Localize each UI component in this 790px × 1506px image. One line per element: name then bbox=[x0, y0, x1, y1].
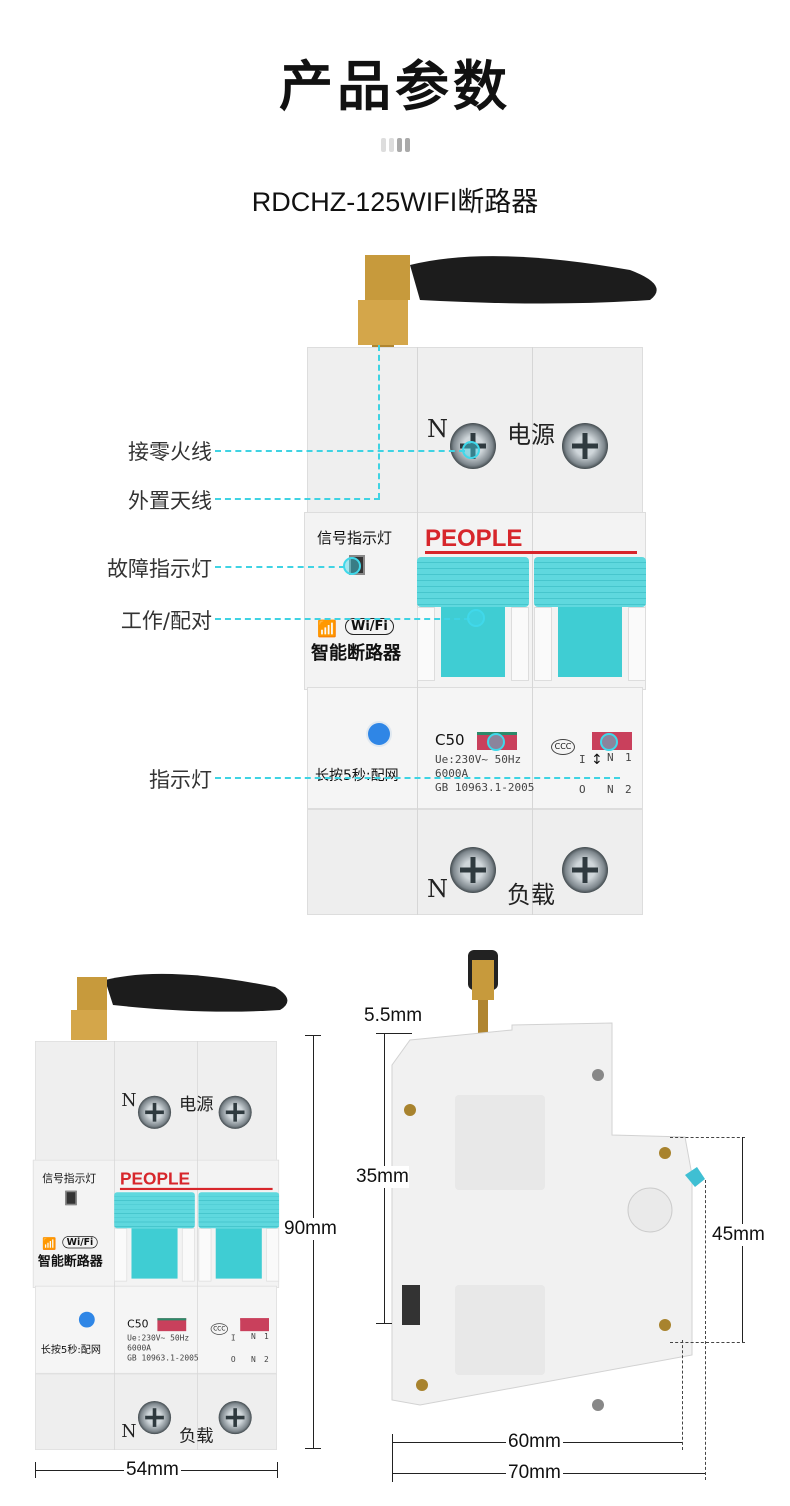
signal-indicator-label: 信号指示灯 bbox=[317, 529, 393, 547]
breaker-handle-right[interactable] bbox=[198, 1192, 280, 1282]
terminal-n-label: N bbox=[121, 1421, 137, 1442]
wifi-icon: 📶 bbox=[42, 1236, 57, 1251]
load-label: 负载 bbox=[507, 881, 555, 909]
ccc-mark-icon: CCC bbox=[210, 1323, 228, 1335]
spec-capacity: 6000A bbox=[127, 1343, 152, 1353]
wifi-badge: Wi/Fi bbox=[62, 1236, 98, 1249]
diagram-n: N bbox=[607, 783, 614, 796]
breaker-handle-left[interactable] bbox=[114, 1192, 195, 1282]
spec-capacity: 6000A bbox=[435, 767, 469, 780]
spec-standard: GB 10963.1-2005 bbox=[127, 1353, 199, 1363]
callout-fault-light: 故障指示灯 bbox=[107, 557, 212, 581]
page-title: 产品参数 bbox=[279, 55, 511, 118]
spec-voltage: Ue:230V~ 50Hz bbox=[435, 753, 522, 766]
callout-antenna: 外置天线 bbox=[128, 489, 212, 513]
dim-height: 90mm bbox=[284, 1218, 337, 1240]
diagram-1: 1 bbox=[263, 1331, 269, 1342]
terminal-n-label: N bbox=[427, 875, 448, 903]
wifi-badge: Wi/Fi bbox=[345, 618, 394, 635]
signal-indicator-label: 信号指示灯 bbox=[42, 1172, 97, 1185]
screw-icon bbox=[137, 1095, 172, 1129]
spec-voltage: Ue:230V~ 50Hz bbox=[127, 1333, 190, 1343]
antenna-icon bbox=[358, 255, 657, 355]
rating-label: C50 bbox=[127, 1317, 149, 1331]
breaker-front-small: N 电源 信号指示灯 📶 Wi/Fi 智能断路器 PEOPLE 长按5秒:配网 … bbox=[32, 1041, 280, 1450]
dim-35mm: 35mm bbox=[356, 1166, 409, 1188]
brand-logo: PEOPLE bbox=[119, 1169, 191, 1189]
screw-icon bbox=[562, 847, 608, 893]
ccc-mark-icon: CCC bbox=[551, 739, 575, 755]
diagram-2: 2 bbox=[625, 783, 632, 796]
callout-neutral-live: 接零火线 bbox=[128, 440, 212, 464]
fault-indicator-light bbox=[65, 1190, 77, 1206]
product-name: 智能断路器 bbox=[37, 1254, 103, 1270]
decorative-bars bbox=[381, 138, 410, 152]
diagram-2: 2 bbox=[263, 1354, 269, 1365]
pairing-button[interactable] bbox=[368, 723, 390, 745]
terminal-n-label: N bbox=[121, 1089, 137, 1111]
diagram-1: 1 bbox=[625, 751, 632, 764]
dim-60mm: 60mm bbox=[506, 1431, 563, 1453]
dim-5-5mm: 5.5mm bbox=[364, 1005, 423, 1026]
diagram-on: I bbox=[579, 753, 586, 766]
diagram-on: I bbox=[230, 1333, 236, 1343]
breaker-side-view bbox=[391, 950, 705, 1411]
screw-icon bbox=[450, 847, 496, 893]
diagram-n: N bbox=[251, 1331, 256, 1342]
power-label: 电源 bbox=[507, 421, 555, 449]
diagram-n: N bbox=[251, 1354, 256, 1365]
callout-work-pair: 工作/配对 bbox=[120, 609, 212, 633]
dim-width: 54mm bbox=[124, 1459, 181, 1481]
dim-70mm: 70mm bbox=[506, 1462, 563, 1484]
updown-arrow-icon: ↕ bbox=[591, 752, 603, 768]
dim-45mm: 45mm bbox=[712, 1224, 765, 1246]
spec-standard: GB 10963.1-2005 bbox=[435, 781, 535, 794]
diagram-n: N bbox=[607, 751, 614, 764]
load-label: 负载 bbox=[179, 1425, 214, 1446]
pairing-instruction: 长按5秒:配网 bbox=[315, 768, 399, 784]
screw-icon bbox=[218, 1095, 252, 1129]
power-label: 电源 bbox=[179, 1094, 214, 1115]
callout-indicator: 指示灯 bbox=[149, 768, 212, 792]
product-name: 智能断路器 bbox=[311, 643, 401, 664]
wifi-icon: 📶 bbox=[317, 619, 337, 638]
screw-icon bbox=[137, 1401, 172, 1435]
product-model: RDCHZ-125WIFI断路器 bbox=[251, 187, 539, 217]
rating-label: C50 bbox=[435, 731, 465, 749]
brand-logo: PEOPLE bbox=[425, 525, 523, 552]
breaker-front-large: N 电源 信号指示灯 📶 Wi/Fi 智能断路器 PEOPLE 长按5秒:配网 … bbox=[304, 347, 646, 915]
pairing-button[interactable] bbox=[78, 1311, 95, 1328]
screw-icon bbox=[218, 1401, 252, 1435]
antenna-icon bbox=[71, 973, 288, 1040]
diagram-off: O bbox=[579, 783, 586, 796]
screw-icon bbox=[562, 423, 608, 469]
breaker-handle-right[interactable] bbox=[534, 557, 646, 681]
diagram-off: O bbox=[230, 1354, 236, 1365]
pairing-instruction: 长按5秒:配网 bbox=[40, 1344, 101, 1356]
terminal-n-label: N bbox=[427, 415, 448, 443]
